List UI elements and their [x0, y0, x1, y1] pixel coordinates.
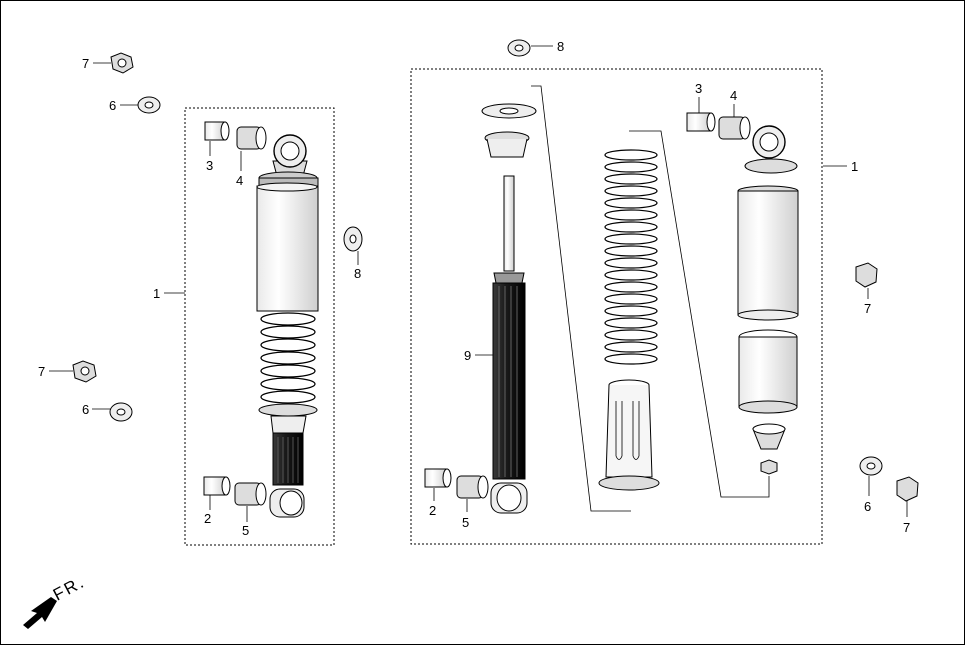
label-1-left: 1 [153, 286, 160, 301]
label-6-right: 6 [864, 499, 871, 514]
label-8-top: 8 [557, 39, 564, 54]
washer-8-mid [343, 226, 363, 252]
rubber-stop [752, 423, 786, 450]
label-6-mid-left: 6 [82, 402, 89, 417]
upper-mount [744, 125, 798, 174]
label-4-right: 4 [730, 88, 737, 103]
small-nut [760, 459, 778, 475]
left-bushing-3 [204, 121, 230, 141]
washer-8-top [507, 39, 531, 57]
cap-nut-7-right-lower [896, 476, 919, 502]
left-bushing-2 [203, 476, 231, 496]
label-7-mid-left: 7 [38, 364, 45, 379]
washer-6-right [859, 456, 883, 476]
connector-lines [531, 85, 770, 512]
left-bushing-4 [236, 126, 267, 150]
label-2-right: 2 [429, 503, 436, 518]
right-bushing-4 [718, 116, 751, 140]
cap-nut-7-right-upper [855, 262, 878, 288]
cover-tube [737, 185, 799, 321]
label-2-left: 2 [204, 511, 211, 526]
washer-6-top-left [137, 96, 161, 114]
spring-guide [598, 379, 660, 491]
label-1-right: 1 [851, 159, 858, 174]
damper-9 [490, 175, 528, 514]
nut-7-mid-left [72, 360, 97, 383]
front-label: FR. [50, 572, 88, 604]
left-assembly-box [184, 107, 335, 546]
label-6-top-left: 6 [109, 98, 116, 113]
coil-spring [604, 149, 658, 365]
leader-lines [49, 45, 908, 522]
front-direction-indicator: FR. [23, 572, 88, 629]
label-5-right: 5 [462, 515, 469, 530]
right-bushing-5 [456, 475, 489, 499]
nut-7-top-left [110, 52, 134, 74]
label-3-right: 3 [695, 81, 702, 96]
right-assembly-box [410, 68, 823, 545]
right-bushing-3 [686, 112, 716, 132]
left-bushing-5 [234, 482, 267, 506]
label-7-right-lower: 7 [903, 520, 910, 535]
label-4-left: 4 [236, 173, 243, 188]
left-shock-absorber [256, 134, 319, 518]
front-arrow-icon [23, 597, 57, 629]
bump-cover [738, 329, 798, 414]
label-9: 9 [464, 348, 471, 363]
label-8-mid: 8 [354, 266, 361, 281]
right-bushing-2 [424, 468, 452, 488]
spring-seat [481, 103, 537, 158]
label-7-top-left: 7 [82, 56, 89, 71]
label-5-left: 5 [242, 523, 249, 538]
label-3-left: 3 [206, 158, 213, 173]
label-7-right-upper: 7 [864, 301, 871, 316]
washer-6-mid-left [109, 402, 133, 422]
